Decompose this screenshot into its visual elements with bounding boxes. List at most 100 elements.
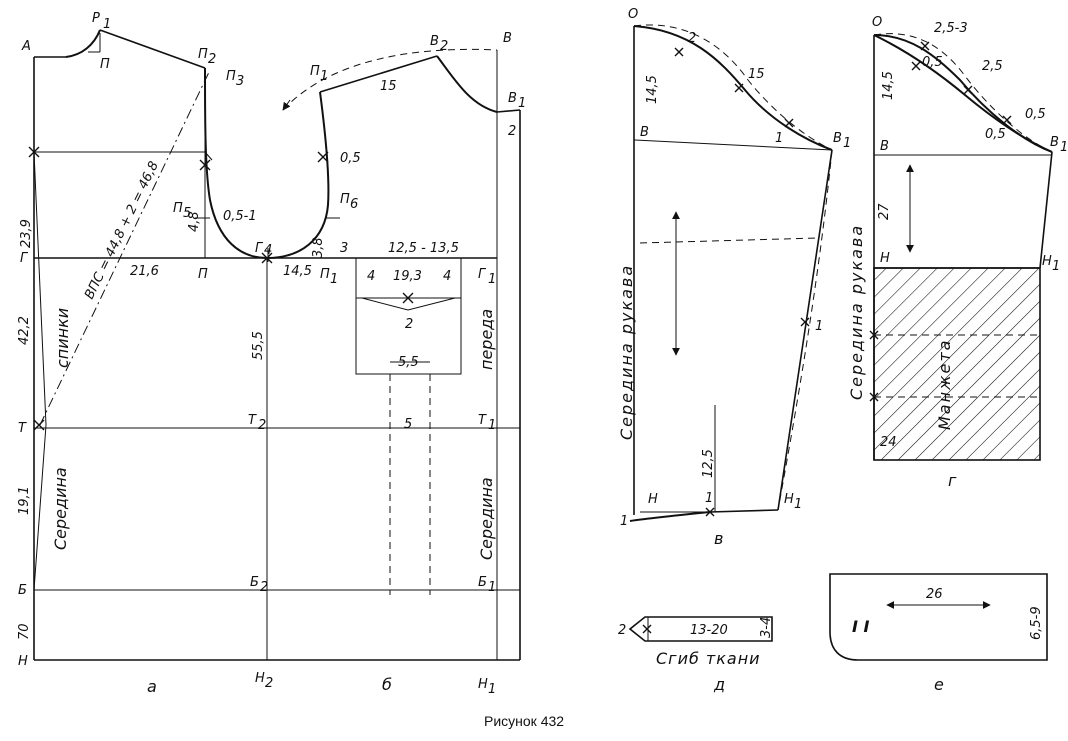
dim-5: 5: [404, 417, 412, 432]
dim-pocket-19-3: 19,3: [393, 269, 422, 284]
sleeve-label-V1-sub: 1: [843, 136, 851, 151]
vpc-formula: ВПС = 44,8 + 2 = 46,8: [82, 159, 162, 302]
label-T2: Т: [248, 413, 257, 428]
cuff-label-N: Н: [880, 251, 890, 266]
sleeve-dim-15: 15: [748, 67, 765, 82]
label-P1-bottom-sub: 1: [330, 272, 338, 287]
label-G: Г: [20, 251, 29, 266]
sleeve-label-V: В: [640, 125, 649, 140]
dim-0-5-1: 0,5-1: [223, 209, 257, 224]
cuff-seredina: Середина рукава: [847, 224, 866, 400]
label-seredina-left: Середина: [51, 467, 70, 550]
label-N2: Н: [255, 671, 265, 686]
label-spinki: спинки: [53, 308, 72, 368]
label-A: А: [21, 39, 31, 54]
dim-pocket-2: 2: [405, 317, 413, 332]
back-front-draft: [33, 29, 521, 661]
strap-dim-2: 2: [618, 623, 626, 638]
sleeve-label-N1-sub: 1: [794, 497, 802, 512]
sleeve-dim-1c: 1: [705, 491, 713, 506]
sleeve-label-V1: В: [833, 131, 842, 146]
sleeve-dim-1b: 1: [815, 319, 823, 334]
dim-42-2: 42,2: [17, 316, 32, 345]
label-Bb1: Б: [478, 575, 487, 590]
cuff-label-N1-sub: 1: [1052, 259, 1060, 274]
fig-label-d: д: [713, 675, 725, 694]
cuff-dim-0-5a: 0,5: [922, 55, 943, 70]
cuff-dim-2-5-3: 2,5-3: [934, 21, 968, 36]
fig-label-b: б: [382, 675, 392, 694]
dim-23-9: 23,9: [19, 219, 34, 248]
cuff-dim-0-5c: 0,5: [985, 127, 1006, 142]
dim-3: 3: [340, 241, 348, 256]
cuff-label-V: В: [880, 139, 889, 154]
sleeve-dim-14-5: 14,5: [645, 75, 660, 104]
cuff-dim-0-5b: 0,5: [1025, 107, 1046, 122]
label-G1-sub: 1: [488, 272, 496, 287]
dim-70: 70: [17, 623, 32, 640]
dim-0-5: 0,5: [340, 151, 361, 166]
strap-fold-label: Сгиб ткани: [656, 649, 761, 668]
cuff-dim-2-5: 2,5: [982, 59, 1003, 74]
dim-19-1: 19,1: [17, 486, 32, 515]
label-P2-sub: 2: [208, 52, 216, 67]
label-P5-sub: 5: [183, 206, 191, 221]
sleeve-dim-2: 2: [688, 31, 696, 46]
label-B1-sub: 1: [518, 96, 526, 111]
belt-labels: I I 26 6,5-9 е: [852, 587, 1044, 694]
fig-label-g: г: [948, 471, 957, 490]
sleeve-label-O: О: [628, 7, 638, 22]
cross-marks: [28, 146, 414, 431]
label-P: П: [100, 57, 110, 72]
dim-2: 2: [508, 124, 516, 139]
label-P6: П: [340, 192, 350, 207]
label-P3: П: [226, 69, 236, 84]
sleeve-draft: [629, 24, 833, 522]
sleeve-dim-1a: 1: [775, 131, 783, 146]
dim-55-5: 55,5: [251, 331, 266, 360]
label-T2-sub: 2: [258, 418, 266, 433]
label-Bb1-sub: 1: [488, 580, 496, 595]
label-P1: Р: [92, 11, 100, 26]
label-P7-sub: 1: [320, 69, 328, 84]
cuff-dim-24: 24: [880, 435, 897, 450]
sleeve-labels: О В В 1 Н Н 1 14,5 2 15 1 1 12,5 1 1 Сер…: [617, 7, 851, 548]
sleeve-dim-12-5: 12,5: [701, 449, 716, 478]
belt-dim-26: 26: [926, 587, 943, 602]
fig-label-a: а: [147, 677, 157, 696]
label-B: В: [503, 31, 512, 46]
strap-labels: 2 13-20 3-4 Сгиб ткани д: [618, 617, 774, 694]
cuff-label-N1: Н: [1042, 254, 1052, 269]
label-N1: Н: [478, 677, 488, 692]
label-seredina-right: Середина: [477, 477, 496, 560]
label-Bb2: Б: [250, 575, 259, 590]
dim-pocket-4a: 4: [367, 269, 375, 284]
belt-roman: I I: [852, 617, 870, 636]
label-B2-sub: 2: [440, 39, 448, 54]
label-P5: П: [173, 201, 183, 216]
fig-label-e: е: [934, 675, 944, 694]
fig-label-v: в: [714, 529, 723, 548]
cuff-label-V1: В: [1050, 135, 1059, 150]
label-T1: Т: [478, 413, 487, 428]
strap-dim-3-4: 3-4: [759, 617, 774, 638]
dim-14-5: 14,5: [283, 264, 312, 279]
cuff-label-O: О: [872, 15, 882, 30]
label-G4-sub: 4: [264, 243, 272, 258]
back-front-labels: А Р 1 П П 2 П 3 П 5 П 6 П 1 П П 1 В 2 В …: [17, 11, 526, 697]
label-Bb: Б: [18, 583, 27, 598]
cuff-crosses: [869, 41, 1012, 402]
label-Bb2-sub: 2: [260, 580, 268, 595]
label-pereda: переда: [477, 309, 496, 370]
label-P2: П: [198, 47, 208, 62]
label-P7: П: [310, 64, 320, 79]
cuff-sleeve-draft: [873, 33, 1053, 461]
dim-3-8: 3,8: [311, 237, 326, 258]
cuff-dim-14-5: 14,5: [881, 71, 896, 100]
dim-15: 15: [380, 79, 397, 94]
belt-dim-6-5-9: 6,5-9: [1029, 606, 1044, 640]
cuff-label-V1-sub: 1: [1060, 140, 1068, 155]
label-G4: Г: [255, 241, 264, 256]
strap-dim-13-20: 13-20: [690, 623, 728, 638]
label-G1: Г: [478, 267, 487, 282]
